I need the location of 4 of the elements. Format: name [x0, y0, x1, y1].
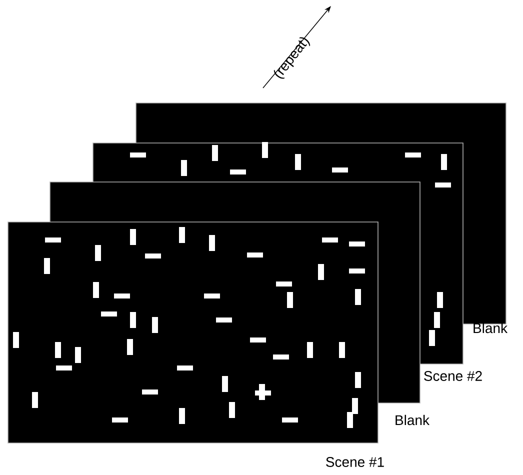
panel-caption: Blank: [474, 322, 508, 334]
panel-caption: Scene #2: [424, 371, 482, 381]
panel-caption: Scene #1: [326, 457, 384, 467]
panel-caption: Blank: [396, 414, 430, 426]
